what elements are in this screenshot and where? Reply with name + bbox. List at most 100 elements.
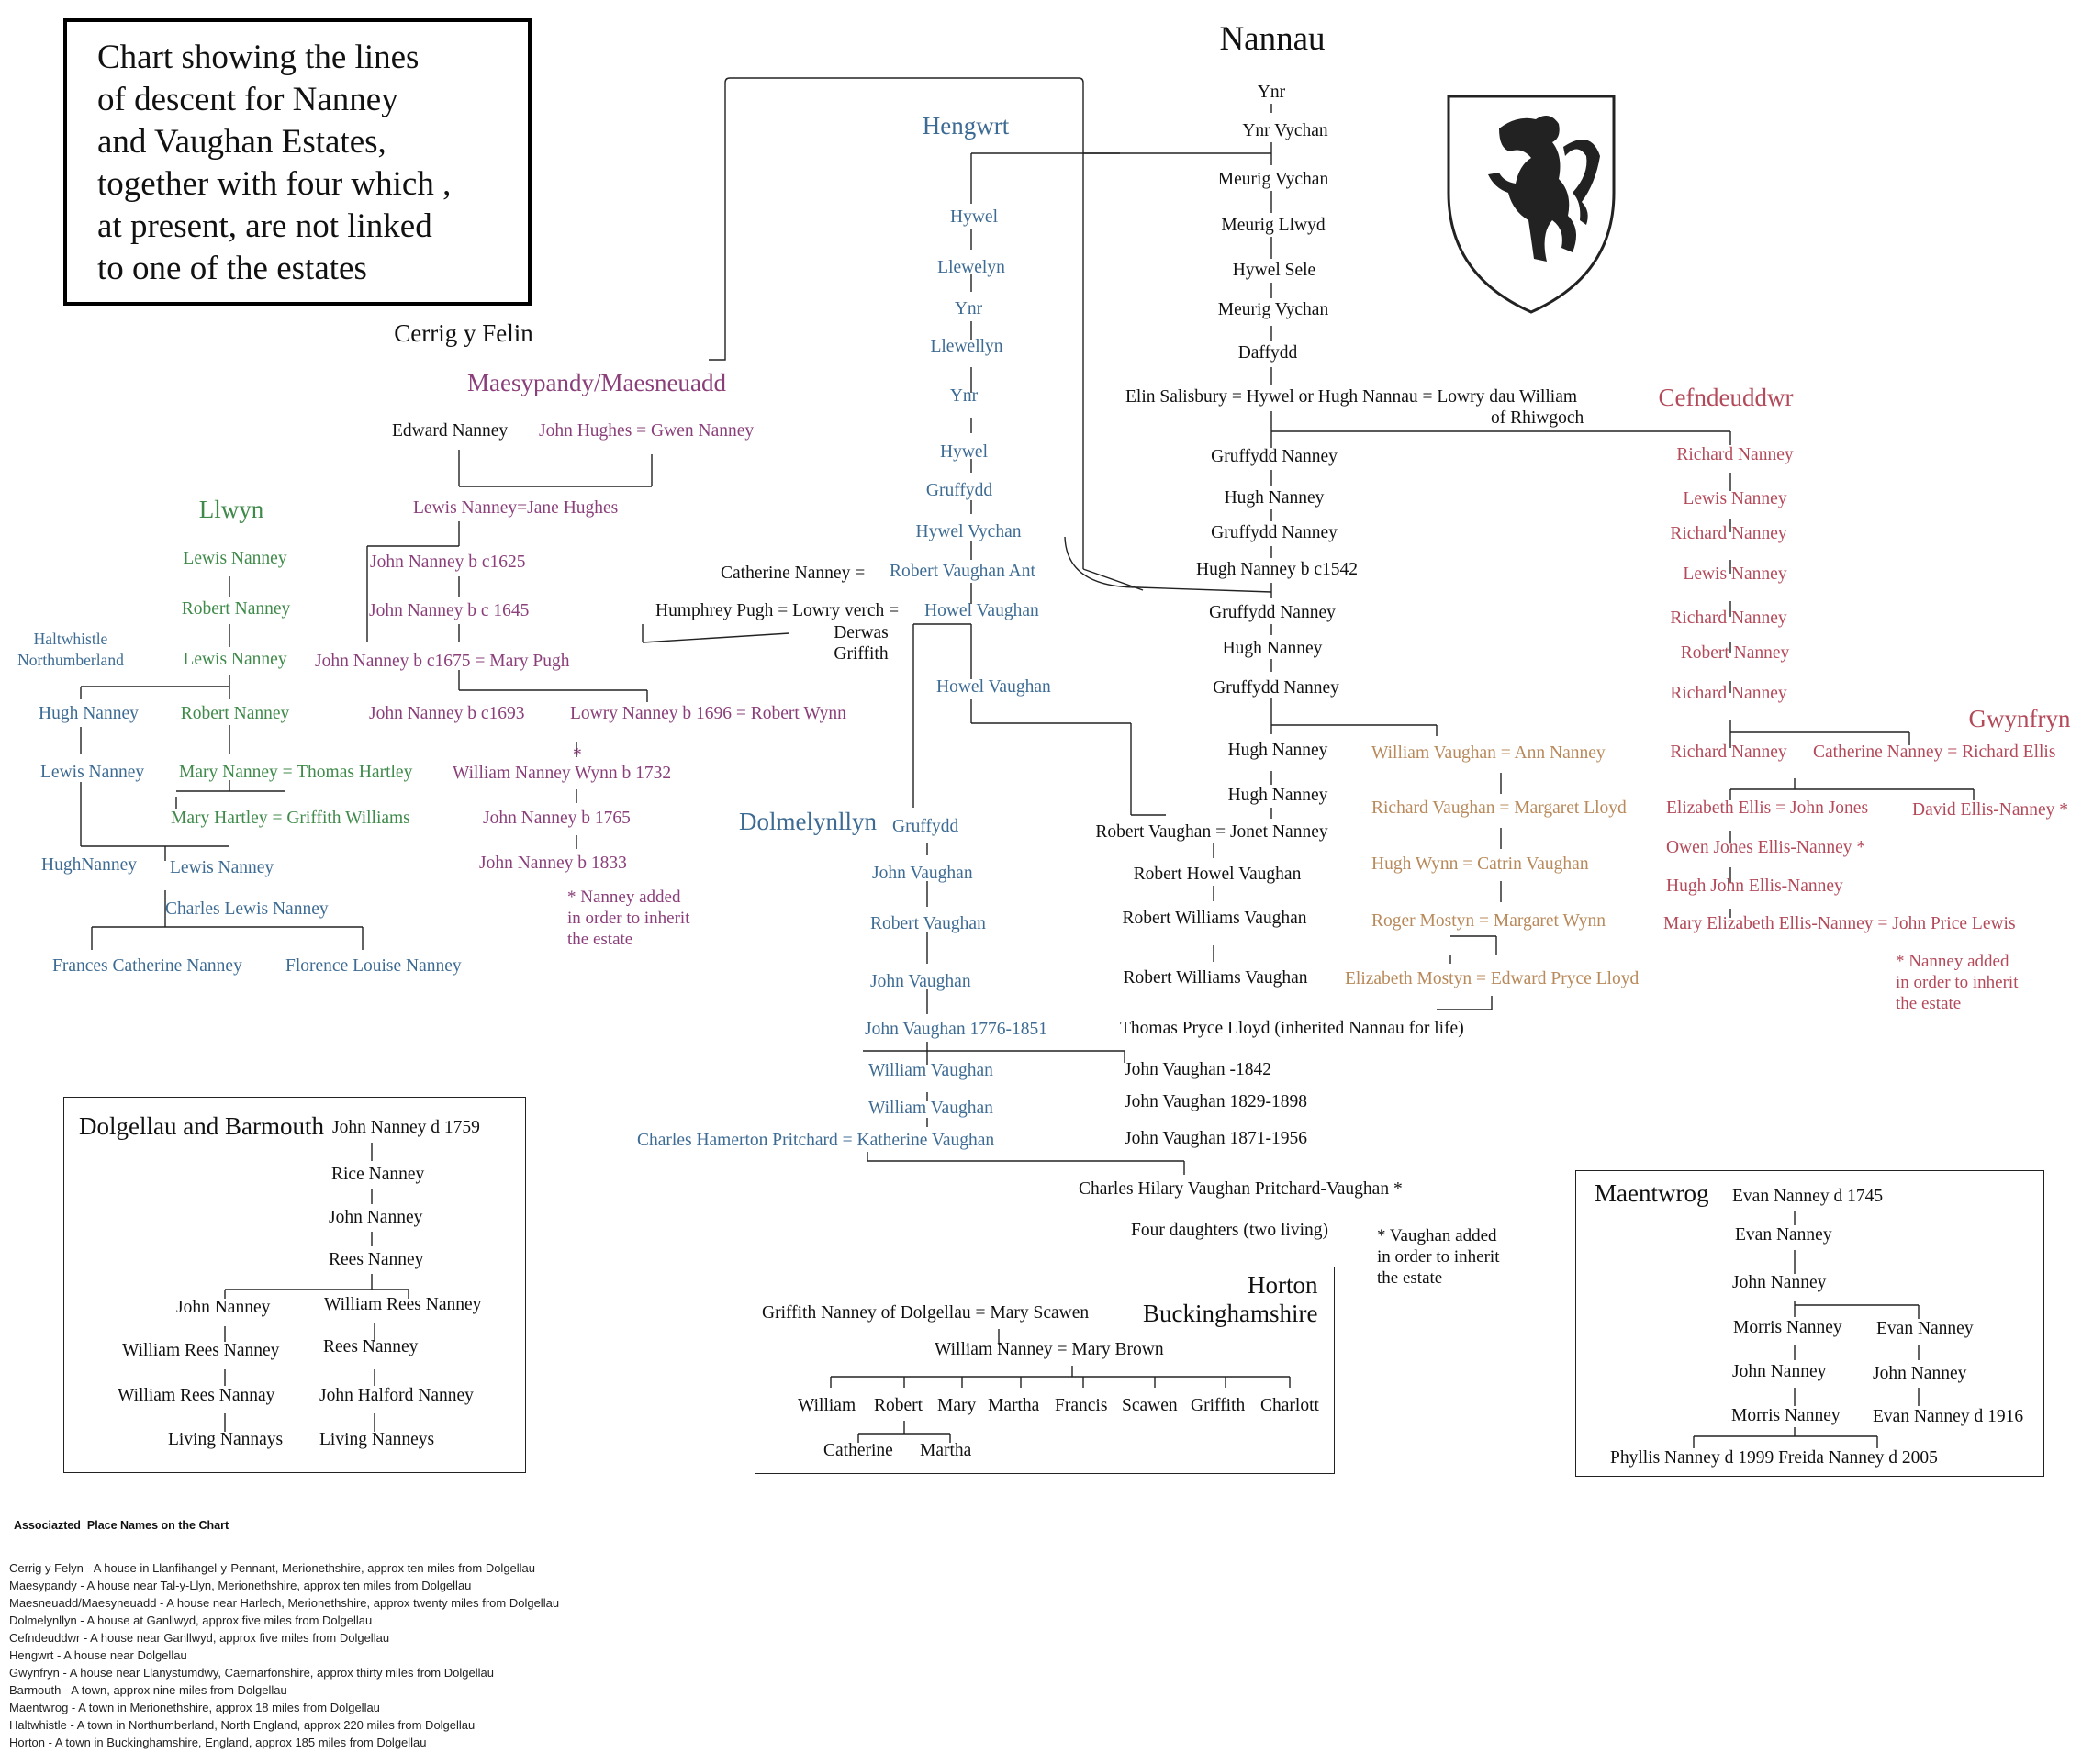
nannau-person: Ynr [1257,83,1286,102]
maentwrog-person: Morris Nanney [1731,1406,1841,1425]
maesypandy-marriage: Lowry Nanney b 1696 = Robert Wynn [570,704,846,723]
legend-title: Associazted Place Names on the Chart [14,1519,229,1532]
cefndeuddwr-person: Richard Nanney [1670,684,1787,703]
maentwrog-person: Evan Nanney [1876,1319,1974,1338]
brown-marriage: William Vaughan = Ann Nanney [1371,743,1606,763]
maentwrog-person: John Nanney [1732,1362,1827,1381]
maentwrog-grandchildren: Phyllis Nanney d 1999 Freida Nanney d 20… [1610,1448,1938,1468]
cefndeuddwr-person: Owen Jones Ellis-Nanney * [1666,838,1866,857]
nannau-person: Hywel Sele [1232,261,1316,280]
horton-child: Robert [874,1396,923,1415]
cefndeuddwr-person: Lewis Nanney [1683,489,1787,508]
nannau-person: Robert Williams Vaughan [1123,968,1308,988]
dolgellau-person: Living Nanneys [319,1430,435,1449]
heading-nannau: Nannau [1219,20,1326,58]
horton-grandchild: Martha [920,1441,972,1460]
maentwrog-person: Evan Nanney d 1916 [1873,1407,2024,1426]
llwyn-person: Robert Nanney [180,704,290,723]
cefndeuddwr-person: David Ellis-Nanney * [1912,800,2069,820]
maesypandy-person: John Nanney b 1833 [479,854,627,873]
humphrey-pugh: Humphrey Pugh = Lowry verch = [655,601,900,620]
legend-item: Maesneuadd/Maesyneuadd - A house near Ha… [9,1596,560,1610]
nannau-person: John Vaughan -1842 [1125,1060,1271,1079]
hengwrt-person: Llewelyn [937,258,1005,277]
cefndeuddwr-person: Hugh John Ellis-Nanney [1666,876,1843,896]
haltwhistle-person: HughNanney [41,855,137,875]
heading-horton: Horton Buckinghamshire [1143,1271,1318,1327]
dolgellau-person: Rees Nanney [323,1337,419,1356]
heading-maesypandy: Maesypandy/Maesneuadd [467,369,726,396]
heading-haltwhistle: Haltwhistle Northumberland [17,630,124,669]
heading-hengwrt: Hengwrt [922,112,1010,140]
dolgellau-person: John Halford Nanney [319,1386,474,1405]
legend-item: Barmouth - A town, approx nine miles fro… [9,1683,287,1697]
haltwhistle-person: Hugh Nanney [39,704,139,723]
legend-item: Cefndeuddwr - A house near Ganllwyd, app… [9,1631,390,1645]
dolmelynllyn-person: John Vaughan 1776-1851 [865,1020,1047,1039]
maentwrog-person: John Nanney [1873,1364,1967,1383]
horton-grandchild: Catherine [823,1441,893,1460]
horton-child: Francis [1055,1396,1108,1415]
hengwrt-person: Howel Vaughan [924,601,1039,620]
horton-marriage: Griffith Nanney of Dolgellau = Mary Scaw… [762,1303,1090,1323]
dolgellau-person: William Rees Nanney [122,1341,280,1360]
hengwrt-person: Ynr [954,299,983,318]
nannau-person: Meurig Vychan [1217,300,1329,319]
nannau-marriage: Elin Salisbury = Hywel or Hugh Nannau = … [1125,387,1578,407]
horton-child: Martha [988,1396,1040,1415]
llwyn-person: Lewis Nanney [183,549,287,568]
cefndeuddwr-marriage: Elizabeth Ellis = John Jones [1666,798,1869,818]
maentwrog-person: Evan Nanney d 1745 [1732,1187,1884,1206]
nannau-person: Hugh Nanney [1224,488,1325,508]
haltwhistle-person: Frances Catherine Nanney [52,956,242,976]
cefndeuddwr-person: Richard Nanney [1670,608,1787,628]
nannau-person: Hugh Nanney [1222,639,1323,658]
maentwrog-box [1575,1170,2044,1477]
nannau-person: Hugh Nanney [1227,786,1328,805]
cefndeuddwr-person: Richard Nanney [1676,445,1794,464]
heraldic-lion-shield-icon [1447,95,1616,314]
nannau-person: Gruffydd Nanney [1211,447,1338,466]
legend-item: Hengwrt - A house near Dolgellau [9,1648,187,1662]
maesypandy-person: John Nanney b 1765 [483,809,631,828]
cefndeuddwr-person: Robert Nanney [1680,643,1790,663]
nannau-person: Meurig Vychan [1217,170,1329,189]
cefndeuddwr-person: Lewis Nanney [1683,564,1787,584]
horton-child: Mary [937,1396,977,1415]
hengwrt-person: Hywel [950,207,998,227]
legend-item: Horton - A town in Buckinghamshire, Engl… [9,1736,427,1749]
cefndeuddwr-note: * Nanney added in order to inherit the e… [1896,952,2019,1013]
maesypandy-marriage: John Nanney b c1675 = Mary Pugh [315,652,570,671]
dolmelynllyn-person: John Vaughan [872,864,973,883]
horton-marriage: William Nanney = Mary Brown [935,1340,1164,1359]
dolgellau-person: Rice Nanney [331,1165,425,1184]
maesypandy-person: John Nanney b c1625 [370,553,526,572]
nannau-person: Robert Howel Vaughan [1133,865,1302,884]
hengwrt-person: Howel Vaughan [936,677,1051,697]
nannau-person: Ynr Vychan [1242,121,1328,140]
dolmelynllyn-person: John Vaughan [870,972,971,991]
maesypandy-person: John Nanney b c 1645 [369,601,530,620]
hengwrt-person: Gruffydd [925,481,993,500]
dolmelynllyn-marriage: Charles Hamerton Pritchard = Katherine V… [637,1131,995,1150]
heading-gwynfryn: Gwynfryn [1968,705,2071,732]
nannau-person: Gruffydd Nanney [1213,678,1339,698]
dolmelynllyn-person: Robert Vaughan [870,914,986,933]
heading-dolmelynllyn: Dolmelynllyn [739,808,877,835]
catherine-nanney: Catherine Nanney = [721,564,866,583]
maentwrog-person: Morris Nanney [1733,1318,1842,1337]
horton-child: Charlott [1260,1396,1319,1415]
hengwrt-person: Hywel [940,442,988,462]
maesypandy-marriage: John Hughes = Gwen Nanney [539,421,755,441]
horton-box [755,1267,1335,1474]
horton-child: William [798,1396,856,1415]
horton-child: Scawen [1122,1396,1178,1415]
nannau-person: Gruffydd Nanney [1209,603,1336,622]
legend-item: Dolmelynllyn - A house at Ganllwyd, appr… [9,1613,373,1627]
haltwhistle-person: Charles Lewis Nanney [165,899,329,919]
dolgellau-person: William Rees Nannay [118,1386,275,1405]
nannau-person: Meurig Llwyd [1221,216,1326,235]
maesypandy-note: * Nanney added in order to inherit the e… [567,888,690,949]
nannau-person: Hugh Nanney [1227,741,1328,760]
